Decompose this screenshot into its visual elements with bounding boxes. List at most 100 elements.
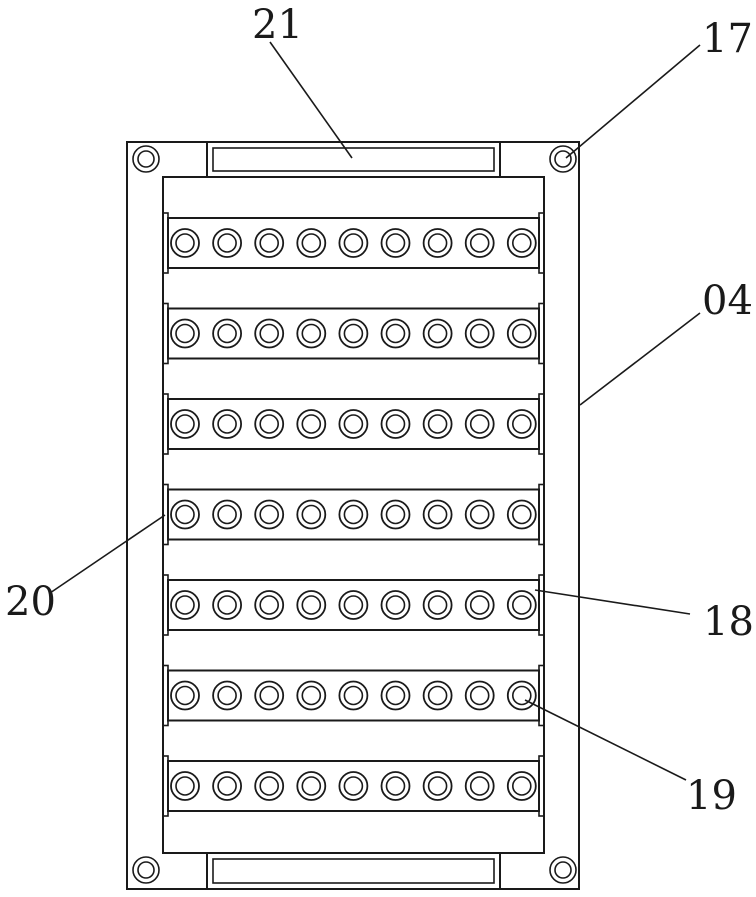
hole	[255, 229, 283, 257]
hole	[339, 772, 367, 800]
rail	[163, 213, 544, 273]
hole	[171, 591, 199, 619]
leader-18	[535, 590, 690, 614]
hole	[213, 320, 241, 348]
leader-17	[566, 45, 700, 158]
hole	[466, 501, 494, 529]
hole	[171, 410, 199, 438]
rail-end-bracket	[539, 756, 544, 816]
callout-20: 20	[5, 579, 56, 625]
hole	[213, 772, 241, 800]
hole	[339, 682, 367, 710]
hole	[255, 682, 283, 710]
hole	[255, 320, 283, 348]
rail	[163, 485, 544, 545]
hole	[424, 682, 452, 710]
hole	[213, 682, 241, 710]
rail-end-bracket	[539, 394, 544, 454]
hole	[466, 682, 494, 710]
rail-end-bracket	[163, 304, 168, 364]
hole	[382, 682, 410, 710]
hole	[424, 772, 452, 800]
hole	[508, 229, 536, 257]
hole	[297, 501, 325, 529]
hole	[466, 591, 494, 619]
rail-end-bracket	[539, 304, 544, 364]
hole	[213, 410, 241, 438]
hole	[171, 320, 199, 348]
hole	[297, 410, 325, 438]
rail	[163, 756, 544, 816]
hole	[382, 501, 410, 529]
rail-group	[163, 213, 544, 816]
rail-end-bracket	[163, 213, 168, 273]
callout-19: 19	[686, 773, 737, 819]
rail-end-bracket	[163, 575, 168, 635]
rail	[163, 394, 544, 454]
hole	[255, 410, 283, 438]
hole	[339, 501, 367, 529]
hole	[466, 320, 494, 348]
hole	[424, 410, 452, 438]
hole	[339, 320, 367, 348]
rail-end-bracket	[163, 485, 168, 545]
hole	[424, 591, 452, 619]
hole	[297, 591, 325, 619]
hole	[255, 501, 283, 529]
inner-frame	[163, 177, 544, 853]
corner-fastener-top-right	[550, 146, 576, 172]
hole	[255, 591, 283, 619]
rail-end-bracket	[539, 485, 544, 545]
hole	[466, 410, 494, 438]
hole	[508, 410, 536, 438]
hole	[382, 410, 410, 438]
hole	[466, 229, 494, 257]
hole	[213, 229, 241, 257]
callout-04: 04	[702, 278, 753, 324]
bottom-slot	[207, 853, 500, 889]
hole	[297, 320, 325, 348]
leader-19	[525, 700, 686, 780]
hole	[466, 772, 494, 800]
rail	[163, 575, 544, 635]
hole	[339, 410, 367, 438]
callout-21: 21	[252, 2, 303, 48]
hole	[508, 591, 536, 619]
hole	[424, 501, 452, 529]
top-slot	[207, 142, 500, 177]
corner-fastener-bottom-right	[550, 857, 576, 883]
hole	[424, 320, 452, 348]
rail-end-bracket	[163, 756, 168, 816]
rail-end-bracket	[163, 666, 168, 726]
hole	[382, 229, 410, 257]
leader-04	[580, 313, 700, 405]
leader-21	[270, 42, 352, 158]
rail	[163, 304, 544, 364]
hole	[171, 501, 199, 529]
hole	[382, 320, 410, 348]
hole	[339, 229, 367, 257]
hole	[171, 229, 199, 257]
hole	[297, 682, 325, 710]
hole	[339, 591, 367, 619]
hole	[424, 229, 452, 257]
hole	[508, 501, 536, 529]
callout-17: 17	[702, 16, 753, 62]
hole	[213, 501, 241, 529]
hole	[508, 772, 536, 800]
hole	[255, 772, 283, 800]
rail-end-bracket	[539, 213, 544, 273]
hole	[297, 772, 325, 800]
hole	[171, 682, 199, 710]
hole	[171, 772, 199, 800]
hole	[297, 229, 325, 257]
hole	[508, 320, 536, 348]
rail-end-bracket	[163, 394, 168, 454]
leader-20	[50, 515, 165, 593]
corner-fastener-top-left	[133, 146, 159, 172]
hole	[213, 591, 241, 619]
hole	[382, 772, 410, 800]
rail	[163, 666, 544, 726]
rail-end-bracket	[539, 666, 544, 726]
